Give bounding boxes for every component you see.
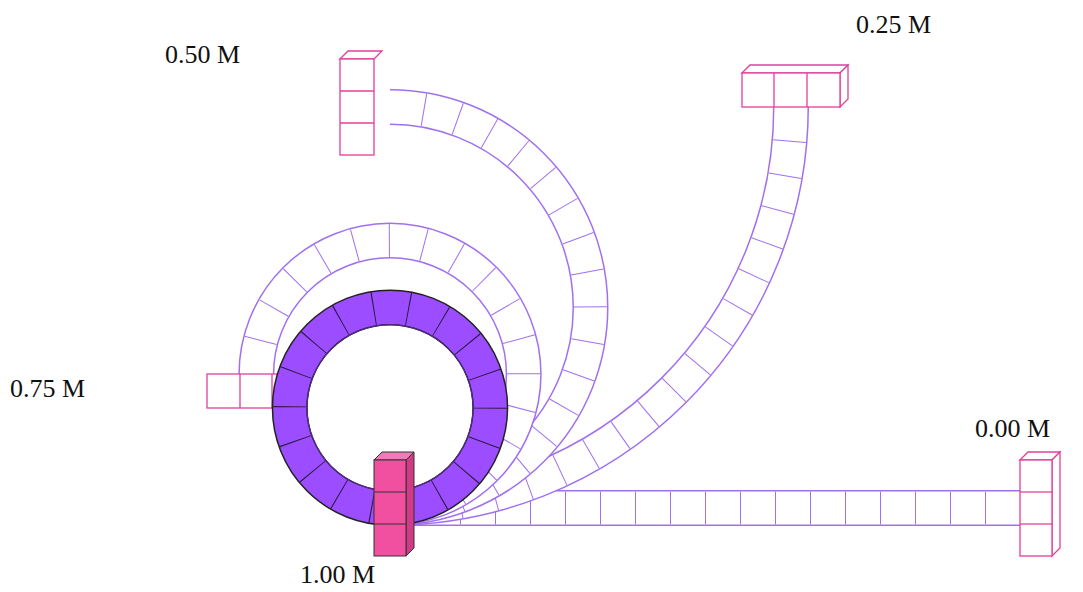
wire-end-blocks: [207, 51, 1060, 556]
wireframe-rods: [256, 107, 1020, 508]
mass-label: 0.50 M: [165, 40, 240, 70]
mass-label: 0.25 M: [856, 10, 931, 40]
solid-end-block: [374, 452, 414, 556]
mass-label: 0.75 M: [10, 374, 85, 404]
mass-label: 1.00 M: [300, 560, 375, 590]
mass-label: 0.00 M: [975, 414, 1050, 444]
